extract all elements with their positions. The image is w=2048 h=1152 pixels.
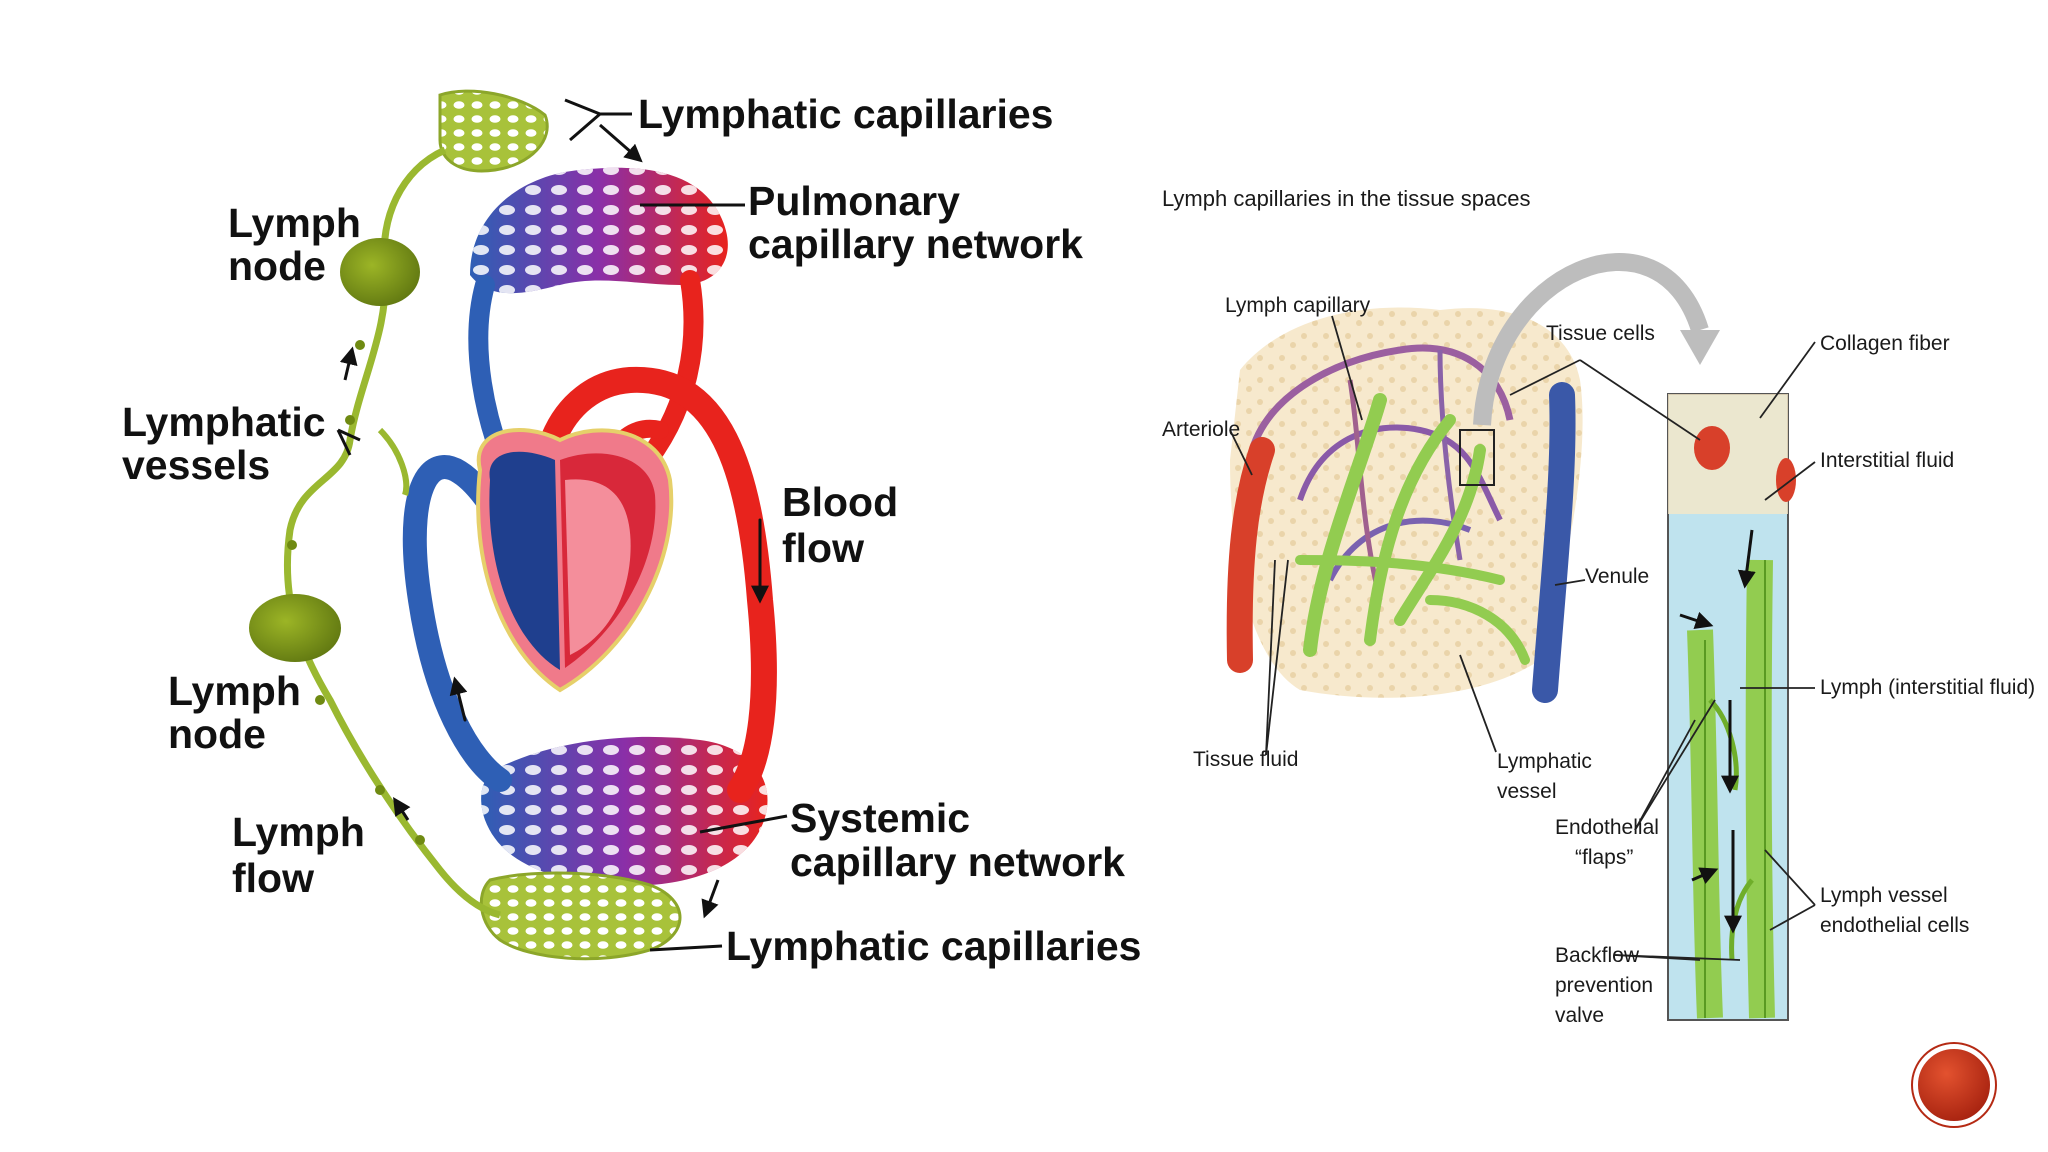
label-interstitial-fluid: Interstitial fluid: [1820, 449, 1954, 472]
label-endothelial-line2: “flaps”: [1575, 846, 1633, 869]
lymph-capillary-diagram: Lymph capillaries in the tissue spaces: [1162, 186, 2035, 1027]
left-labels: Lymphatic capillaries Pulmonary capillar…: [122, 91, 1142, 969]
zoom-arrow: [1473, 253, 1709, 426]
label-backflow-line2: prevention: [1555, 974, 1653, 997]
label-backflow-line1: Backflow: [1555, 944, 1640, 967]
heart: [476, 428, 674, 693]
lymphatic-system: [249, 89, 682, 961]
label-lymphatic-vessel-line1: Lymphatic: [1497, 750, 1592, 773]
systemic-capillary-network: [481, 736, 768, 886]
label-tissue-cells: Tissue cells: [1546, 322, 1655, 345]
label-lymph-flow-line2: flow: [232, 855, 314, 901]
zoom-box: [1459, 429, 1495, 486]
label-arteriole: Arteriole: [1162, 418, 1240, 441]
arteriole: [1226, 437, 1275, 673]
label-venule: Venule: [1585, 565, 1649, 588]
label-lymph-node-top-line2: node: [228, 243, 326, 289]
right-leader-lines: [1229, 315, 1816, 961]
label-systemic-line1: Systemic: [790, 795, 970, 841]
label-lymph-node-bottom-line2: node: [168, 711, 266, 757]
label-lymphatic-capillaries-top: Lymphatic capillaries: [638, 91, 1054, 137]
label-blood-flow-line1: Blood: [782, 479, 898, 525]
label-lymph-vessel-endo-line2: endothelial cells: [1820, 914, 1969, 937]
label-lymph-vessel-endo-line1: Lymph vessel: [1820, 884, 1948, 907]
label-blood-flow-line2: flow: [782, 525, 864, 571]
label-lymph-capillary: Lymph capillary: [1225, 294, 1371, 317]
label-systemic-line2: capillary network: [790, 839, 1125, 885]
label-lymphatic-vessel-line2: vessel: [1497, 780, 1557, 803]
label-lymph-flow-line1: Lymph: [232, 809, 365, 855]
label-lymphatic-vessels-line2: vessels: [122, 442, 270, 488]
lymph-node-top: [340, 238, 420, 306]
label-lymph-node-top-line1: Lymph: [228, 200, 361, 246]
circulation-diagram: Lymphatic capillaries Pulmonary capillar…: [122, 89, 1142, 969]
label-pulmonary-line2: capillary network: [748, 221, 1083, 267]
label-lymph-interstitial: Lymph (interstitial fluid): [1820, 676, 2035, 699]
lymph-node-bottom: [249, 594, 341, 662]
left-leader-lines: [336, 98, 788, 952]
label-lymphatic-vessels-line1: Lymphatic: [122, 399, 326, 445]
right-diagram-title: Lymph capillaries in the tissue spaces: [1162, 186, 1530, 211]
label-pulmonary-line1: Pulmonary: [748, 178, 960, 224]
lymph-capillaries: [1295, 393, 1530, 665]
pulmonary-capillary-network: [470, 167, 728, 294]
right-labels: Lymph capillary Tissue cells Collagen fi…: [1162, 294, 2035, 1027]
label-lymphatic-capillaries-bottom: Lymphatic capillaries: [726, 923, 1142, 969]
label-tissue-fluid: Tissue fluid: [1193, 748, 1298, 771]
label-backflow-line3: valve: [1555, 1004, 1604, 1027]
venule: [1532, 382, 1576, 703]
label-lymph-node-bottom-line1: Lymph: [168, 668, 301, 714]
label-endothelial-line1: Endothelial: [1555, 816, 1659, 839]
label-collagen-fiber: Collagen fiber: [1820, 332, 1950, 355]
next-slide-button[interactable]: [1911, 1042, 1997, 1128]
